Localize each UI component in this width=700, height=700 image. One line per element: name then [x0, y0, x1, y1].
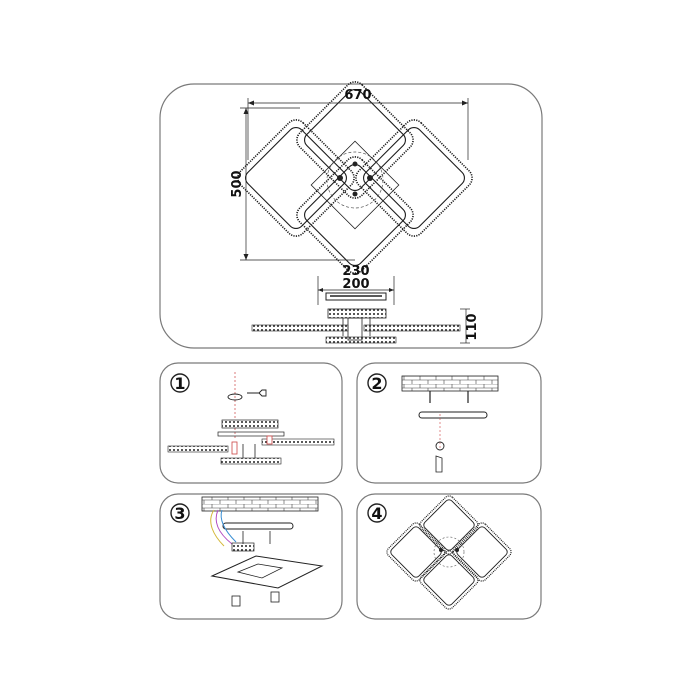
width-label: 670	[344, 88, 371, 103]
step-3-number: 3	[174, 504, 185, 523]
side-width-inner-label: 200	[342, 277, 369, 292]
step-2-illustration	[401, 375, 499, 473]
step-4-panel	[356, 493, 542, 620]
side-width-outer-label: 230	[342, 264, 369, 279]
step-2-number: 2	[371, 374, 382, 393]
step-3-illustration	[201, 496, 324, 607]
step-3-panel	[159, 493, 343, 620]
overview-panel	[159, 83, 543, 349]
side-height-label: 110	[465, 313, 480, 340]
lamp-top-view	[232, 76, 478, 279]
step-1-number: 1	[174, 374, 185, 393]
lamp-side-view: 230 200 110	[251, 264, 480, 344]
step-1-illustration	[167, 372, 335, 465]
step-4-number: 4	[371, 504, 382, 523]
step-2-panel	[356, 362, 542, 484]
step-4-illustration	[384, 493, 514, 612]
height-label: 500	[230, 170, 245, 197]
height-dimension: 500	[230, 107, 355, 261]
